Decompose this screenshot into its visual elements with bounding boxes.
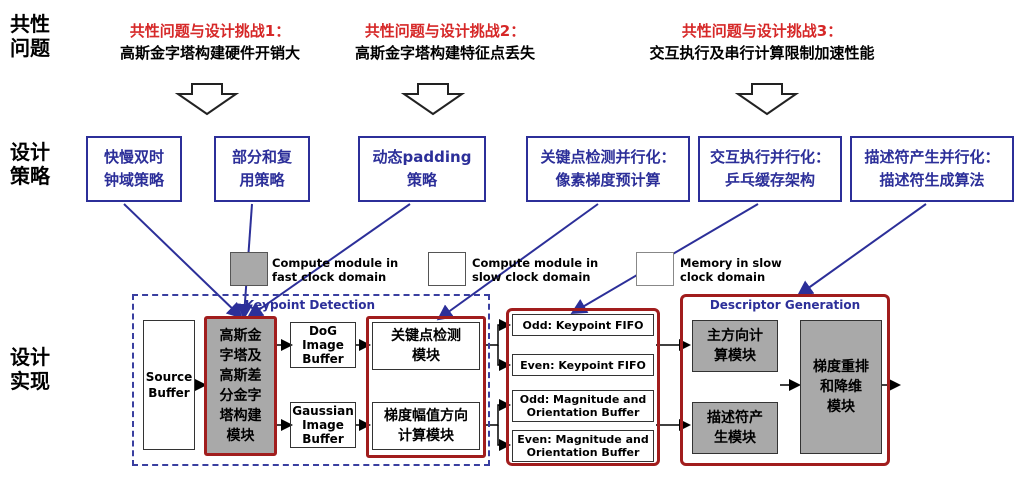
row-label-issues: 共性 问题 [10, 12, 50, 60]
challenge-3-desc: 交互执行及串行计算限制加速性能 [649, 44, 875, 62]
odd-keypoint-fifo: Odd: Keypoint FIFO [512, 314, 654, 336]
odd-magnitude-buffer: Odd: Magnitude and Orientation Buffer [512, 390, 654, 422]
gradient-module: 梯度幅值方向 计算模块 [372, 402, 480, 450]
strategy-2: 部分和复 用策略 [214, 136, 310, 202]
legend-swatch-memory [636, 252, 674, 286]
keypoint-detection-region [132, 294, 490, 466]
strategy-3: 动态padding 策略 [358, 136, 486, 202]
connector-strategy-6 [796, 203, 927, 297]
descriptor-generation-title: Descriptor Generation [709, 298, 861, 312]
legend-label-memory: Memory in slow clock domain [680, 256, 782, 284]
dog-image-buffer: DoG Image Buffer [290, 322, 356, 368]
legend-label-slow: Compute module in slow clock domain [472, 256, 599, 284]
challenge-3-title: 共性问题与设计挑战3： [681, 22, 843, 40]
even-keypoint-fifo: Even: Keypoint FIFO [512, 354, 654, 376]
strategy-5: 交互执行并行化： 乒乓缓存架构 [698, 136, 842, 202]
challenge-2-title: 共性问题与设计挑战2： [364, 22, 526, 40]
gaussian-image-buffer: Gaussian Image Buffer [290, 402, 356, 448]
pingpong-buffer-group [506, 308, 660, 466]
connector-strategy-3 [246, 203, 411, 319]
challenge-1-title: 共性问题与设计挑战1： [129, 22, 291, 40]
hollow-arrow-2 [400, 83, 466, 116]
row-label-strategy: 设计 策略 [10, 140, 50, 188]
hollow-arrow-1 [174, 83, 240, 116]
strategy-1: 快慢双时 钟域策略 [86, 136, 182, 202]
main-orientation-module: 主方向计 算模块 [692, 320, 778, 372]
connector-strategy-4 [436, 203, 599, 321]
challenge-2-desc: 高斯金字塔构建特征点丢失 [354, 44, 535, 62]
challenge-1: 共性问题与设计挑战1： 高斯金字塔构建硬件开销大 [90, 20, 330, 64]
descriptor-generation-region [680, 294, 890, 466]
source-buffer: Source Buffer [143, 320, 195, 450]
connector-strategy-1 [123, 203, 243, 319]
row-label-implementation: 设计 实现 [10, 345, 50, 393]
challenge-3: 共性问题与设计挑战3： 交互执行及串行计算限制加速性能 [612, 20, 912, 64]
descriptor-module: 描述符产 生模块 [692, 402, 778, 454]
legend-swatch-slow [428, 252, 466, 286]
keypoint-detect-module: 关键点检测 模块 [372, 322, 480, 370]
even-magnitude-buffer: Even: Magnitude and Orientation Buffer [512, 430, 654, 462]
rearrange-module: 梯度重排 和降维 模块 [800, 320, 882, 454]
strategy-6: 描述符产生并行化： 描述符生成算法 [850, 136, 1014, 202]
challenge-2: 共性问题与设计挑战2： 高斯金字塔构建特征点丢失 [320, 20, 570, 64]
legend-label-fast: Compute module in fast clock domain [272, 256, 399, 284]
pyramid-module: 高斯金 字塔及 高斯差 分金字 塔构建 模块 [204, 316, 277, 456]
keypoint-detection-title: Keypoint Detection [244, 298, 376, 312]
legend-swatch-fast [230, 252, 268, 286]
hollow-arrow-3 [734, 83, 800, 116]
slow-compute-group [366, 316, 486, 458]
challenge-1-desc: 高斯金字塔构建硬件开销大 [119, 44, 300, 62]
strategy-4: 关键点检测并行化： 像素梯度预计算 [526, 136, 690, 202]
